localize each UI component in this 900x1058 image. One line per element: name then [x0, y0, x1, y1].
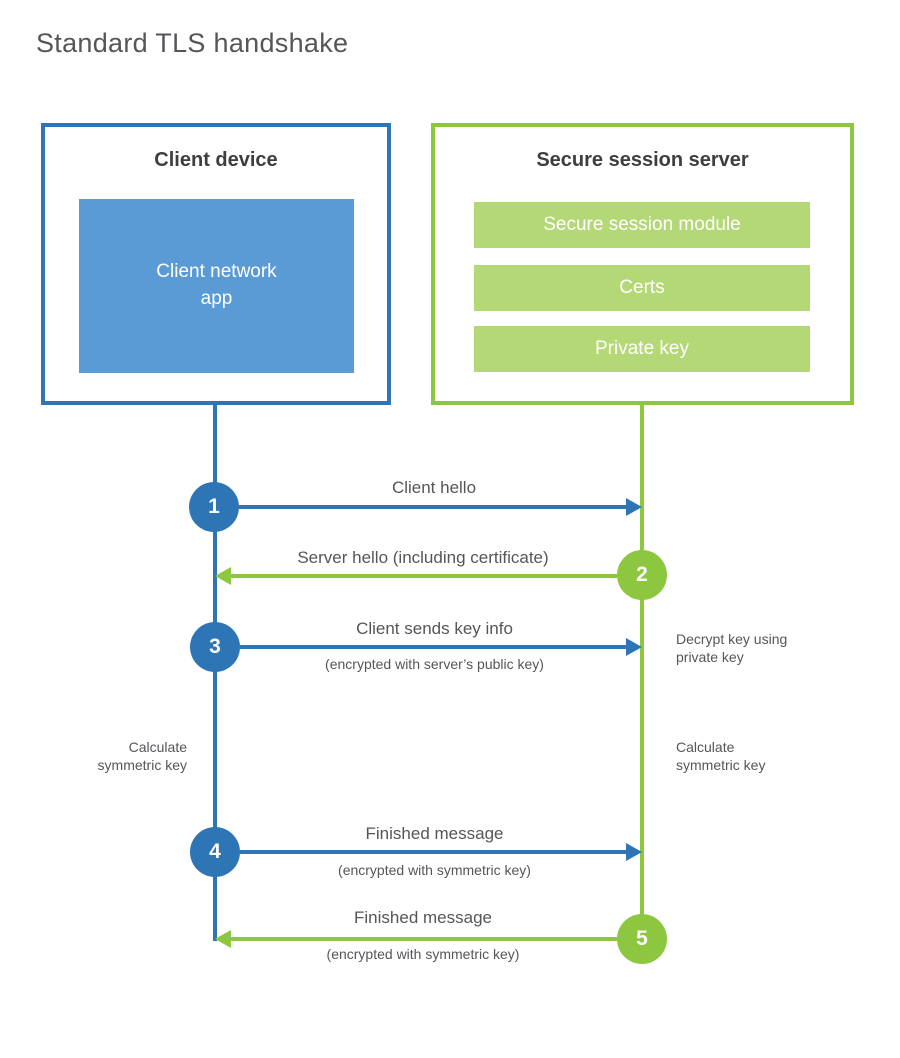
step-2-badge: 2 — [617, 550, 667, 600]
note-calculate-symmetric-key-server: Calculate symmetric key — [676, 739, 766, 773]
page-title: Standard TLS handshake — [36, 28, 349, 58]
step-2-label: Server hello (including certificate) — [297, 548, 549, 567]
step-3-sublabel: (encrypted with server’s public key) — [325, 656, 544, 672]
step-5-arrow-line — [231, 937, 617, 941]
step-3-label: Client sends key info — [356, 619, 513, 638]
step-2-arrowhead-left-icon — [215, 567, 231, 585]
step-4-sublabel: (encrypted with symmetric key) — [338, 862, 531, 878]
step-1-arrow-line — [239, 505, 629, 509]
secure-session-server-title: Secure session server — [536, 149, 749, 171]
step-3-badge: 3 — [190, 622, 240, 672]
step-4-arrowhead-right-icon — [626, 843, 642, 861]
step-1-arrowhead-right-icon — [626, 498, 642, 516]
step-3-arrow-line — [240, 645, 629, 649]
secure-session-server-box: Secure session server Secure session mod… — [431, 123, 854, 405]
note-calculate-symmetric-key-client: Calculate symmetric key — [97, 739, 187, 773]
server-module-certs: Certs — [474, 265, 810, 311]
step-5-arrowhead-left-icon — [215, 930, 231, 948]
step-4-label: Finished message — [365, 824, 504, 843]
note-decrypt-key: Decrypt key using private key — [676, 631, 788, 665]
step-3-arrowhead-right-icon — [626, 638, 642, 656]
step-4-arrow-line — [240, 850, 629, 854]
client-lifeline — [213, 405, 217, 941]
server-module-private-key: Private key — [474, 326, 810, 372]
server-module-secure-session-module: Secure session module — [474, 202, 810, 248]
step-2-arrow-line — [231, 574, 617, 578]
client-device-box: Client device Client network app — [41, 123, 391, 405]
client-device-title: Client device — [154, 149, 278, 171]
step-5-sublabel: (encrypted with symmetric key) — [326, 946, 520, 962]
step-1-label: Client hello — [391, 478, 477, 497]
client-network-app-block: Client network app — [79, 199, 354, 373]
step-1-badge: 1 — [189, 482, 239, 532]
step-5-badge: 5 — [617, 914, 667, 964]
server-lifeline — [640, 405, 644, 917]
step-4-badge: 4 — [190, 827, 240, 877]
step-5-label: Finished message — [354, 908, 492, 927]
